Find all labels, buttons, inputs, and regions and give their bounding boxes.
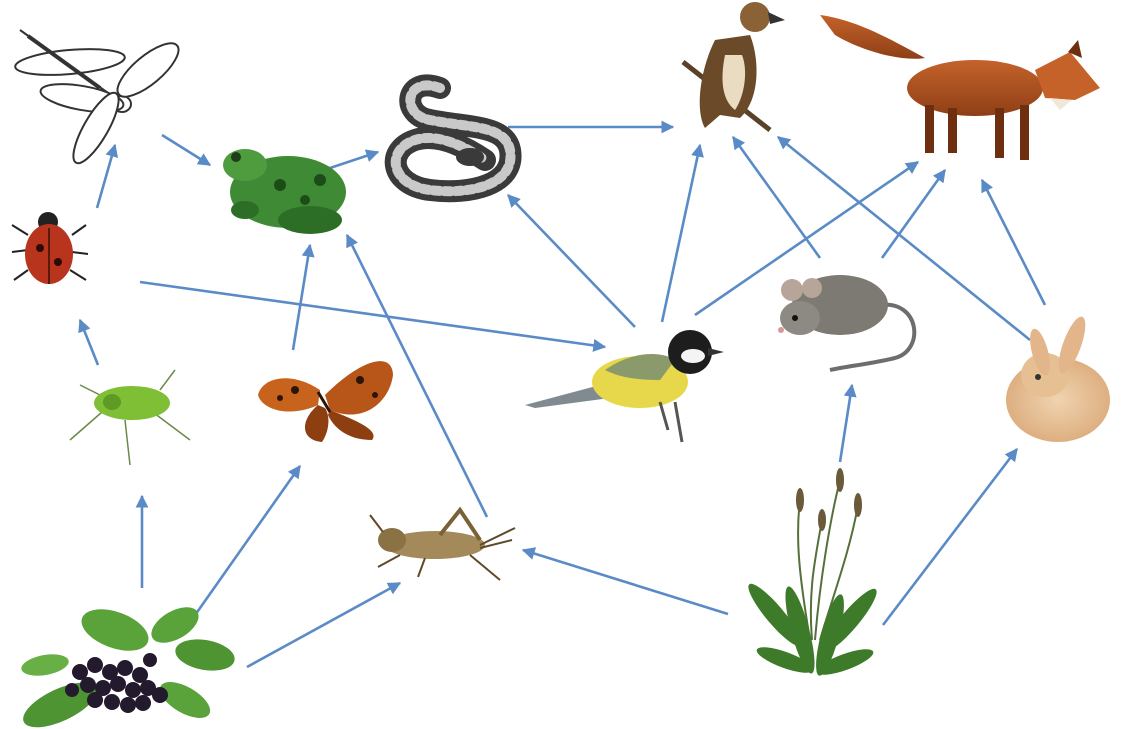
plantain-icon <box>742 468 882 680</box>
butterfly-icon <box>258 361 393 442</box>
arrow-plantain-to-rabbit <box>883 449 1017 625</box>
fox-icon <box>820 15 1100 160</box>
frog-icon <box>223 149 346 234</box>
arrow-ladybug-to-tit-bird <box>140 282 605 347</box>
arrow-dragonfly-to-frog <box>162 135 210 165</box>
grasshopper-icon <box>370 510 515 580</box>
arrow-plantain-to-mouse <box>840 385 852 462</box>
arrow-tit-bird-to-hawk <box>662 145 700 322</box>
snake-icon <box>396 85 511 191</box>
hawk-icon <box>683 2 785 130</box>
arrow-plantain-to-grasshopper <box>523 550 728 614</box>
arrow-frog-to-snake <box>330 152 378 168</box>
arrow-butterfly-to-frog <box>293 245 310 350</box>
arrow-mouse-to-hawk <box>733 137 820 258</box>
arrow-ladybug-to-dragonfly <box>97 145 115 208</box>
arrow-rabbit-to-fox <box>982 180 1045 305</box>
elderberry-icon <box>17 600 237 729</box>
arrow-elderberry-to-butterfly <box>193 466 300 618</box>
aphid-icon <box>70 370 190 465</box>
arrow-elderberry-to-grasshopper <box>247 583 400 667</box>
mouse-icon <box>778 275 914 370</box>
ladybug-icon <box>12 212 88 284</box>
arrow-aphid-to-ladybug <box>80 320 98 365</box>
dragonfly-icon <box>14 30 186 169</box>
arrow-tit-bird-to-snake <box>508 195 635 327</box>
tit-bird-icon <box>525 330 724 442</box>
